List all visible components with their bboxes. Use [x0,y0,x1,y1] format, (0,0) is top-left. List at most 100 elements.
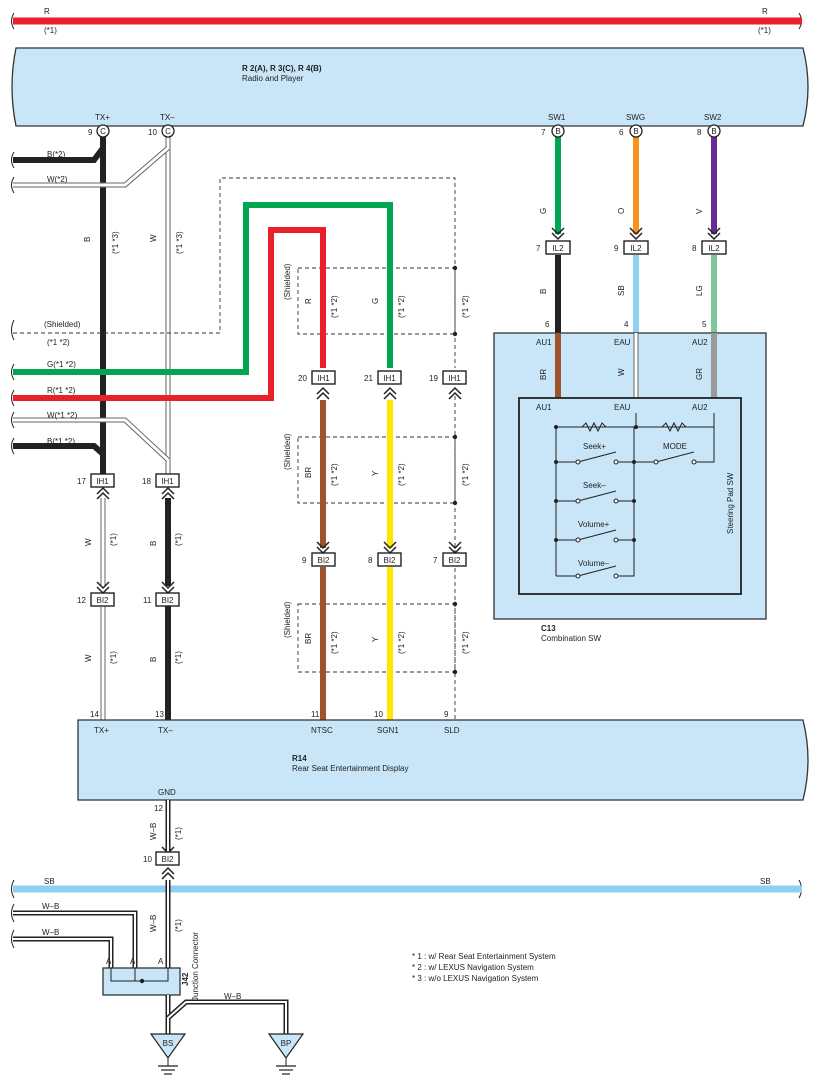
steering-wires-lower: B SB LG 6 4 5 [539,255,717,333]
shielded-label-1: (Shielded) [283,263,292,300]
yellow-wire-mid: Y (*1 *2) [371,400,406,548]
switch-seek-plus: Seek+ [583,442,606,451]
tx-plus-low-note: (*1) [109,651,118,664]
left-wire-w2: W(*2) [47,175,68,184]
tx-minus-upper-note: (*1 *3) [175,231,184,254]
rse-name: Rear Seat Entertainment Display [292,764,409,773]
pin-name-tx-minus: TX– [160,113,175,122]
shielded-label-2: (Shielded) [283,433,292,470]
rear-seat-display: 14 13 11 10 9 TX+ TX– NTSC SGN1 SLD R14 … [77,710,809,801]
il2-9-label: IL2 [630,244,642,253]
bi2-connector-10: 10 BI2 [143,851,180,866]
sld-note-3: (*1 *2) [461,631,470,654]
rse-pin-sld: SLD [444,726,460,735]
gnd-wire-note: (*1) [174,827,183,840]
left-wire-r: R(*1 *2) [47,386,76,395]
rse-pin-tx-plus: TX+ [94,726,109,735]
switch-volume-plus: Volume+ [578,520,610,529]
csw-pin-num-4: 4 [624,320,629,329]
j42-pin-1: A [106,957,112,966]
br-mid-note: (*1 *2) [330,463,339,486]
sb-bus: SB SB [11,877,802,899]
pin-num-sw2: 8 [697,128,702,137]
br-low-note: (*1 *2) [330,631,339,654]
top-bus-right-note: (*1) [758,26,771,35]
j42-pin-3: A [158,957,164,966]
y-low-note: (*1 *2) [397,631,406,654]
il2-8-label: IL2 [708,244,720,253]
left-wire-shielded: (Shielded) [44,320,81,329]
ih1-18-num: 18 [142,477,151,486]
tx-plus-lower: W (*1) W (*1) [84,498,118,720]
bi2-connector-11: 11 BI2 [143,592,180,607]
left-wire-b2: B(*2) [47,150,66,159]
csw-pin-au2: AU2 [692,338,708,347]
ih1-connector-21: 21 IH1 [364,370,402,385]
eau-int-color: W [617,368,626,376]
bi2-11-num: 11 [143,596,152,605]
j42-name: Junction Connector [191,932,200,1001]
csw-pin-num-6: 6 [545,320,550,329]
footnotes: * 1 : w/ Rear Seat Entertainment System … [412,952,556,983]
j42-out-wire: W–B [224,992,241,1001]
bi2-8-label: BI2 [383,556,396,565]
il2-7-label: IL2 [552,244,564,253]
g-wire-note: (*1 *2) [397,295,406,318]
pin-name-sw1: SW1 [548,113,566,122]
bi2-12-num: 12 [77,596,86,605]
left-wire-shield-note: (*1 *2) [47,338,70,347]
bi2-11-label: BI2 [161,596,174,605]
pin-num-swg: 6 [619,128,624,137]
au1-int-color: BR [539,369,548,380]
ih1-connector-20: 20 IH1 [298,370,336,385]
ih1-19-num: 19 [429,374,438,383]
rse-pin-num-13: 13 [155,710,164,719]
sb-bus-right-label: SB [760,877,771,886]
il2-connector-7: 7 IL2 [536,240,571,255]
ground-bs: BS [149,1033,187,1075]
ih1-19-label: IH1 [448,374,461,383]
left-wire-b12: B(*1 *2) [47,437,75,446]
tx-plus-mid-note: (*1) [109,533,118,546]
j42-vert-color: W–B [149,915,158,932]
g-wire-color: G [371,298,380,304]
radio-and-player: R 2(A), R 3(C), R 4(B) Radio and Player … [11,47,809,127]
pin-num-tx-plus: 9 [88,128,93,137]
shield-lower: (Shielded) (*1 *2) [283,568,470,720]
brown-wire-low: BR (*1 *2) [304,567,339,720]
note-1: * 1 : w/ Rear Seat Entertainment System [412,952,556,961]
top-bus-right-label: R [762,7,768,16]
br-low-color: BR [304,633,313,644]
r-wire-note: (*1 *2) [330,295,339,318]
tx-plus-mid-color: W [84,538,93,546]
bi2-connector-7: 7 BI2 [433,552,467,567]
switch-mode: MODE [663,442,687,451]
combination-sw-ref: C13 [541,624,556,633]
br-mid-color: BR [304,467,313,478]
pin-conn-swg: B [633,127,638,136]
bi2-7-label: BI2 [448,556,461,565]
chevron-marks [96,386,462,880]
tx-minus-upper-color: W [149,234,158,242]
ground-bp: BP [267,1033,305,1075]
left-wire-g: G(*1 *2) [47,360,76,369]
j42-vert-note: (*1) [174,919,183,932]
ih1-21-label: IH1 [383,374,396,383]
radio-pin-sw2: 8 B [697,124,721,138]
bi2-8-num: 8 [368,556,373,565]
shielded-label-3: (Shielded) [283,601,292,638]
junction-connector-j42: A A A J42 Junction Connector W–B [102,932,289,1034]
pin-name-swg: SWG [626,113,645,122]
sld-note-1: (*1 *2) [461,295,470,318]
il2-7-num: 7 [536,244,541,253]
tx-minus-low-color: B [149,657,158,662]
ih1-connector-17: 17 IH1 [77,473,115,488]
sw-pad-pin-au2: AU2 [692,403,708,412]
il2-9-num: 9 [614,244,619,253]
bi2-connector-12: 12 BI2 [77,592,115,607]
pin-conn-sw1: B [555,127,560,136]
r-wire-color: R [304,298,313,304]
rse-pin-ntsc: NTSC [311,726,333,735]
bi2-10-label: BI2 [161,855,174,864]
